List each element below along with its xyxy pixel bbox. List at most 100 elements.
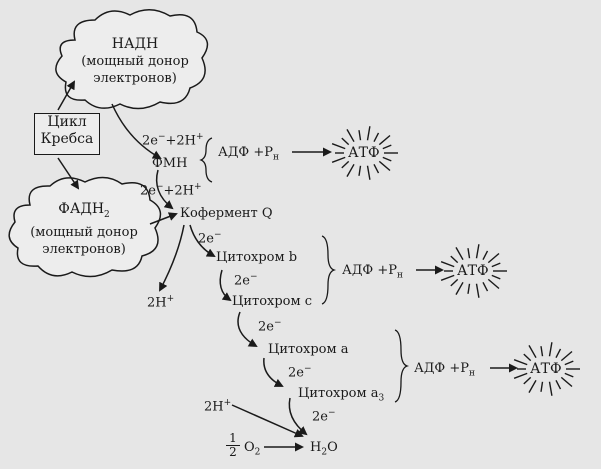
nadh-desc-2: электронов) [93,71,177,86]
arrow-cyta-cyta3 [263,357,284,387]
arrow-coq-proton [159,224,185,292]
atp-burst-ray [358,130,362,141]
atp-burst-ray [378,134,391,146]
atp-burst-ray [523,353,532,362]
atp-burst-3 [513,342,580,396]
label-water: H2O [310,440,338,458]
label-2e-1: 2e−+2H+ [142,132,204,149]
fadh-title: ФАДН2 [58,201,110,220]
atp-burst-ray [450,255,459,264]
fraction-denominator: 2 [226,445,240,459]
atp-burst-ray [382,144,392,150]
atp-burst-ray [555,379,562,390]
atp-burst-ray [528,345,537,359]
label-cytochrome-a3: Цитохром a3 [298,386,385,404]
label-half-fraction: 1 2 [226,432,240,459]
atp-burst-ray [331,156,346,163]
atp-burst-ray [475,244,480,259]
adp-label-3: АДФ +Рн [414,361,475,379]
arrow-coq-cytb [189,224,216,257]
label-2e-3: 2e− [198,230,222,247]
fadh-label: ФАДН2 (мощный донор электронов) [18,201,150,258]
label-2e-7: 2e− [312,408,336,425]
atp-burst-ray [513,359,528,366]
label-2e-4: 2e− [234,272,258,289]
arrow-cytc-cyta [237,311,258,348]
atp-burst-ray [440,274,455,281]
krebs-cycle-box: Цикл Кребса [34,113,100,155]
arrow-proton-water [231,404,304,438]
atp-burst-ray [482,281,489,292]
krebs-line-1: Цикл [47,114,87,130]
atp-burst-ray [487,252,500,264]
atp-burst-ray [523,376,532,385]
atp-burst-ray [341,160,350,169]
atp-burst-1 [331,126,398,180]
label-2e-6: 2e− [288,364,312,381]
atp-burst-ray [540,381,544,392]
brace-2 [321,235,337,305]
atp-burst-ray [366,165,371,180]
arrow-fmn-coq [155,169,174,210]
label-cytochrome-a: Цитохром a [268,342,349,357]
label-coenzyme-q: Кофермент Q [180,206,273,221]
atp-burst-ray [560,350,573,362]
arrow-nadh-fmn [111,103,162,159]
atp-burst-ray [341,137,350,146]
atp-burst-ray [482,250,489,261]
krebs-line-2: Кребса [40,131,94,147]
label-cytochrome-b: Цитохром b [216,250,298,265]
atp-burst-ray [440,261,455,268]
atp-burst-ray [455,281,464,295]
atp-burst-ray [366,126,371,141]
atp-burst-ray [331,143,346,150]
atp-burst-ray [548,381,553,396]
atp-burst-ray [346,129,355,143]
atp-label-1: АТФ [348,145,380,161]
atp-label-3: АТФ [530,361,562,377]
atp-burst-ray [373,132,380,143]
arrow-fadh-coq [149,212,178,225]
atp-burst-2 [440,244,507,298]
label-proton-out: 2H+ [147,294,175,311]
atp-burst-ray [382,156,392,162]
fadh-desc-1: (мощный донор [30,224,138,240]
adp-label-1: АДФ +Рн [218,145,279,163]
atp-burst-ray [450,278,459,287]
atp-burst-ray [560,376,573,388]
atp-burst-ray [467,283,471,294]
brace-3 [394,329,410,403]
atp-burst-ray [467,248,471,259]
fraction-numerator: 1 [229,431,237,445]
nadh-label: НАДН (мощный донор электронов) [70,36,200,87]
atp-burst-ray [358,165,362,176]
nadh-desc-1: (мощный донор [81,54,189,69]
atp-burst-ray [528,379,537,393]
atp-burst-ray [564,372,574,378]
atp-label-2: АТФ [457,263,489,279]
atp-burst-ray [373,163,380,174]
label-proton-in: 2H+ [204,398,232,415]
adp-label-2: АДФ +Рн [342,263,403,281]
atp-burst-ray [475,283,480,298]
atp-burst-ray [487,278,500,290]
atp-burst-ray [564,360,574,366]
label-fmn: ФМН [152,156,188,171]
brace-1 [199,137,213,183]
atp-burst-ray [491,274,501,280]
atp-burst-ray [378,160,391,172]
atp-burst-ray [491,262,501,268]
atp-burst-ray [548,342,553,357]
atp-burst-ray [455,247,464,261]
atp-burst-ray [540,346,544,357]
fadh-desc-2: электронов) [42,241,126,257]
label-oxygen: O2 [244,440,261,458]
label-2e-5: 2e− [258,318,282,335]
fadh-cloud [8,176,162,278]
arrow-krebs-fadh [57,157,80,190]
arrow-krebs-nadh [57,80,75,111]
atp-burst-ray [513,372,528,379]
label-2e-2: 2e−+2H+ [140,182,202,199]
